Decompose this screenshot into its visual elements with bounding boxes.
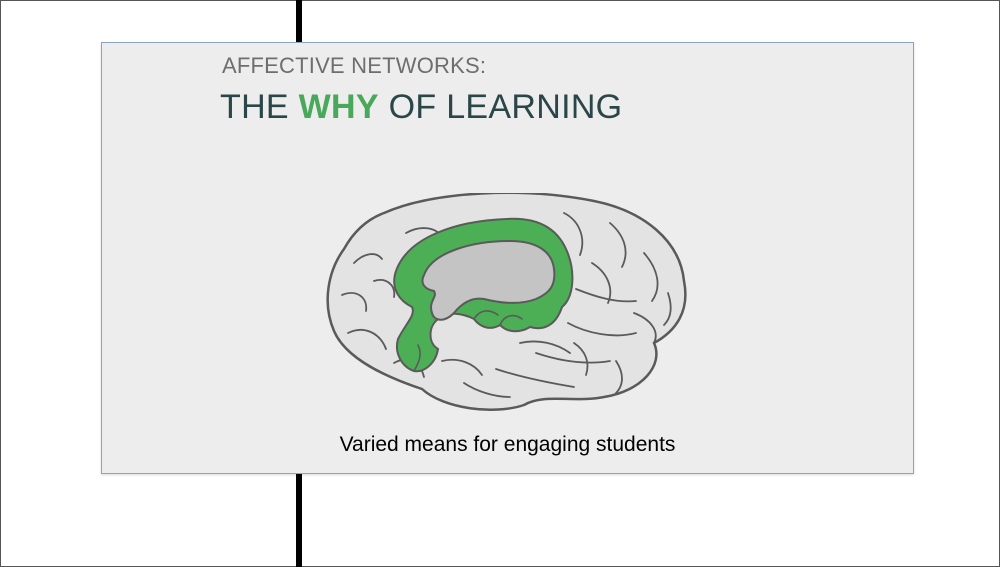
title-highlight: WHY [298,88,379,126]
slide-caption: Varied means for engaging students [339,433,676,456]
inner-brain-region [421,239,556,321]
title-suffix: OF LEARNING [378,88,623,126]
title-prefix: THE [220,88,299,126]
slide-kicker: AFFECTIVE NETWORKS: [222,53,487,78]
brain-icon [326,193,687,411]
slide-title: THE WHY OF LEARNING [220,88,622,127]
slide: AFFECTIVE NETWORKS: THE WHY OF LEARNING [101,42,914,474]
limbic-detail-lines [413,310,523,372]
brain-sulci-lines [341,212,672,398]
